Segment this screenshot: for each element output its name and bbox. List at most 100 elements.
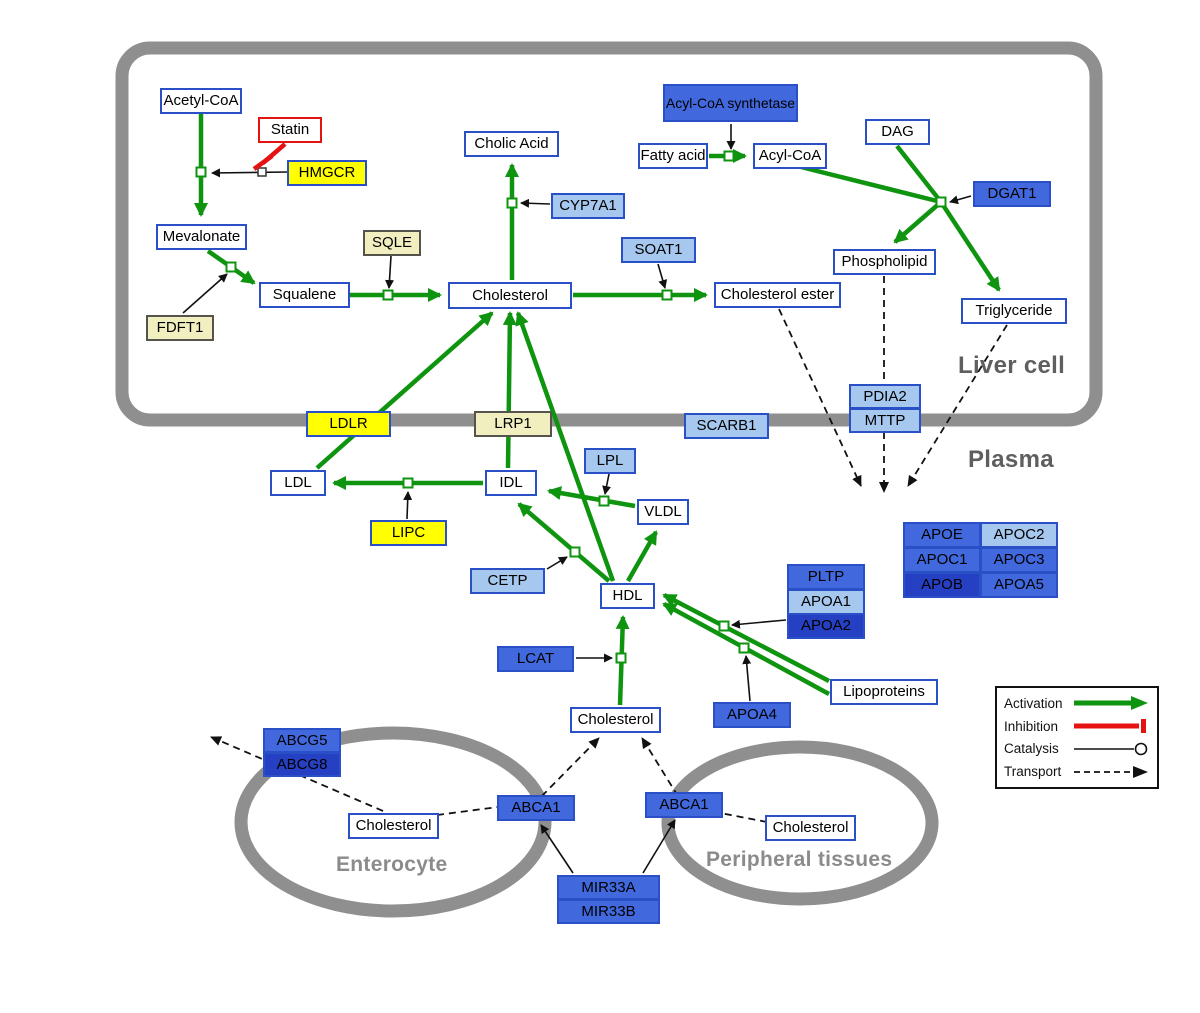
peripheral-tissues-label: Peripheral tissues [706, 848, 893, 871]
node-scarb1[interactable]: SCARB1 [684, 413, 769, 439]
liver-cell-label: Liver cell [958, 352, 1066, 379]
node-mir33a[interactable]: MIR33A [557, 875, 660, 900]
node-dag[interactable]: DAG [865, 119, 930, 145]
activation-arrow-icon [1074, 696, 1148, 711]
node-apoa2[interactable]: APOA2 [787, 613, 865, 639]
node-apoa1[interactable]: APOA1 [787, 589, 865, 615]
node-apoc2[interactable]: APOC2 [980, 522, 1058, 548]
node-pltp[interactable]: PLTP [787, 564, 865, 590]
transport-cholesterol-abcg58-out [210, 736, 384, 812]
node-abcg5[interactable]: ABCG5 [263, 728, 341, 753]
node-idl[interactable]: IDL [485, 470, 537, 496]
node-vldl[interactable]: VLDL [637, 499, 689, 525]
activation-junction-triglyceride [939, 200, 1001, 292]
node-lipoproteins[interactable]: Lipoproteins [830, 679, 938, 705]
node-phospholipid[interactable]: Phospholipid [833, 249, 936, 275]
activation-hdl-idl-cetp [517, 502, 611, 583]
transport-cholesterolester-plasma [778, 308, 862, 487]
node-mir33b[interactable]: MIR33B [557, 899, 660, 924]
transport-arrow-icon [1074, 765, 1148, 778]
node-apoe[interactable]: APOE [903, 522, 981, 548]
node-statin[interactable]: Statin [258, 117, 322, 143]
node-triglyceride[interactable]: Triglyceride [961, 298, 1067, 324]
node-ldlr[interactable]: LDLR [306, 411, 391, 437]
node-abcg8[interactable]: ABCG8 [263, 752, 341, 777]
legend-row-activation: Activation [1004, 695, 1150, 711]
legend-catalysis-label: Catalysis [1004, 741, 1059, 757]
enterocyte-membrane [234, 726, 552, 918]
activation-hdl-scarb1-cholesterol [515, 311, 616, 582]
node-acyl-coa-synthetase[interactable]: Acyl-CoA synthetase [663, 84, 798, 122]
node-cholesterol-plasma[interactable]: Cholesterol [570, 707, 661, 733]
node-squalene[interactable]: Squalene [259, 282, 350, 308]
catalysis-fdft1 [182, 273, 228, 314]
node-apoa4[interactable]: APOA4 [713, 702, 791, 728]
node-apoa5[interactable]: APOA5 [980, 572, 1058, 598]
catalysis-lipc [403, 491, 413, 520]
catalysis-lpl [602, 473, 611, 495]
regulation-mir33-abca1-left [540, 824, 574, 874]
catalysis-sqle [385, 255, 394, 289]
node-cetp[interactable]: CETP [470, 568, 545, 594]
node-lrp1[interactable]: LRP1 [474, 411, 552, 437]
node-cholesterol-liver[interactable]: Cholesterol [448, 282, 572, 309]
node-fatty-acid[interactable]: Fatty acid [638, 143, 708, 169]
legend-row-catalysis: Catalysis [1004, 741, 1150, 757]
activation-dag-junction [895, 144, 943, 204]
liver-cell-membrane [115, 41, 1103, 427]
catalysis-cetp [546, 556, 568, 570]
catalysis-soat1 [657, 263, 668, 289]
node-hdl[interactable]: HDL [600, 583, 655, 609]
node-apoc1[interactable]: APOC1 [903, 547, 981, 573]
node-apoc3[interactable]: APOC3 [980, 547, 1058, 573]
legend-row-inhibition: Inhibition [1004, 718, 1150, 734]
node-pdia2[interactable]: PDIA2 [849, 384, 921, 409]
activation-hdl-vldl-cetp [626, 530, 658, 583]
catalysis-edges [182, 124, 972, 874]
node-soat1[interactable]: SOAT1 [621, 237, 696, 263]
node-abca1-right[interactable]: ABCA1 [645, 792, 723, 818]
inhibition-statin-hmgcr [252, 142, 287, 177]
node-cholesterol-peripheral[interactable]: Cholesterol [765, 815, 856, 841]
reaction-nodes [195, 150, 947, 664]
transport-triglyceride-plasma [907, 324, 1008, 487]
catalysis-circle-icon [1074, 742, 1148, 756]
node-ldl[interactable]: LDL [270, 470, 326, 496]
node-abca1-left[interactable]: ABCA1 [497, 795, 575, 821]
node-cyp7a1[interactable]: CYP7A1 [551, 193, 625, 219]
membranes [115, 41, 1103, 918]
node-fdft1[interactable]: FDFT1 [146, 315, 214, 341]
node-dgat1[interactable]: DGAT1 [973, 181, 1051, 207]
legend-inhibition-label: Inhibition [1004, 718, 1059, 734]
activation-ldl-ldlr-cholesterol [315, 311, 494, 470]
catalysis-dgat1 [949, 195, 972, 205]
node-lipc[interactable]: LIPC [370, 520, 447, 546]
legend-row-transport: Transport [1004, 764, 1150, 780]
legend: Activation Inhibition Catalysis Transpor… [995, 686, 1159, 789]
catalysis-cyp7a1 [520, 198, 551, 208]
enterocyte-label: Enterocyte [336, 853, 448, 876]
activation-lipoproteins-hdl-1 [662, 593, 831, 683]
node-cholesterol-ester[interactable]: Cholesterol ester [714, 282, 841, 308]
node-hmgcr[interactable]: HMGCR [287, 160, 367, 186]
node-cholic-acid[interactable]: Cholic Acid [464, 131, 559, 157]
node-acetyl-coa[interactable]: Acetyl-CoA [160, 88, 242, 114]
node-cholesterol-enterocyte[interactable]: Cholesterol [348, 813, 439, 839]
activation-vldl-idl [547, 486, 636, 509]
legend-transport-label: Transport [1004, 764, 1062, 780]
activation-junction-phospholipid [893, 200, 943, 244]
activation-acylcoa-junction [800, 164, 942, 205]
node-mevalonate[interactable]: Mevalonate [156, 224, 247, 250]
plasma-label: Plasma [968, 446, 1054, 473]
catalysis-apoa4 [742, 655, 752, 702]
node-lcat[interactable]: LCAT [497, 646, 574, 672]
node-lpl[interactable]: LPL [584, 448, 636, 474]
node-mttp[interactable]: MTTP [849, 408, 921, 433]
node-apob[interactable]: APOB [903, 572, 981, 598]
node-sqle[interactable]: SQLE [363, 230, 421, 256]
node-acyl-coa[interactable]: Acyl-CoA [753, 143, 827, 169]
activation-idl-lrp1-cholesterol [502, 311, 517, 469]
catalysis-hmgcr [211, 168, 288, 178]
